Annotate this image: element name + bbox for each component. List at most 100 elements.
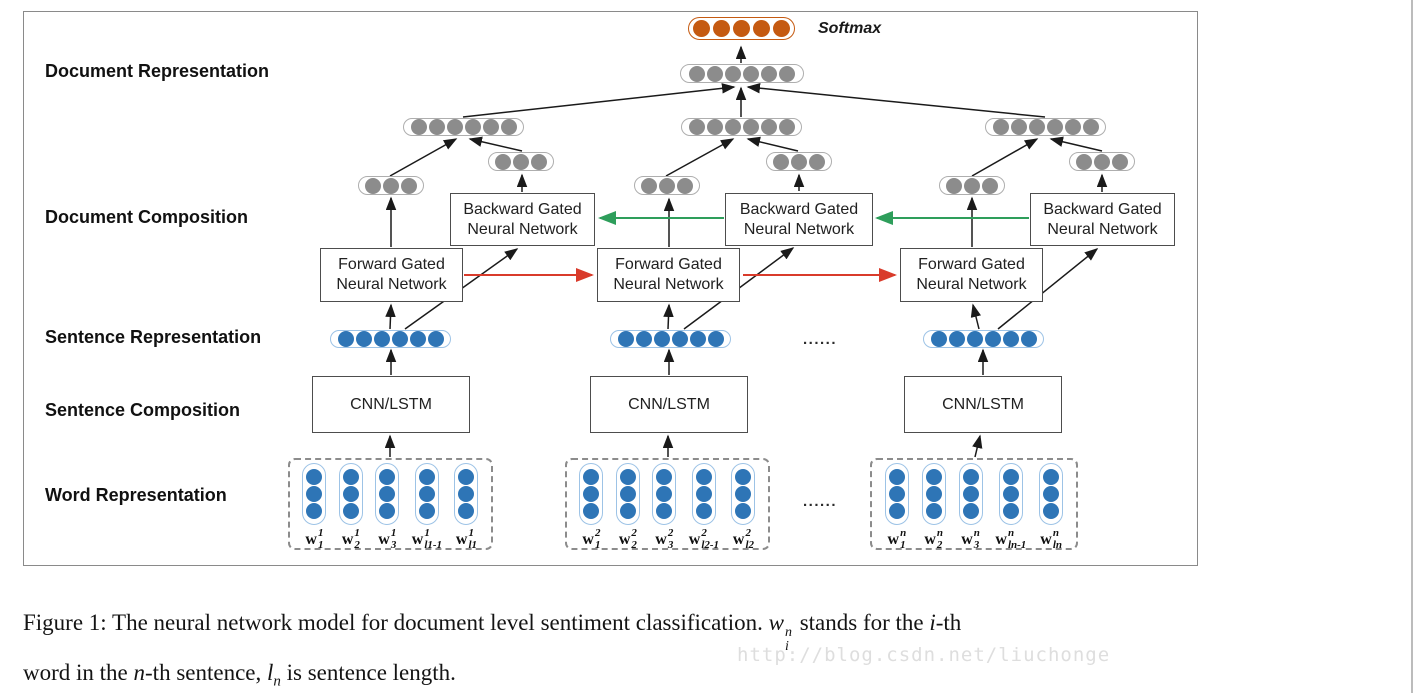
dot	[1094, 153, 1110, 170]
caption-math-i: i	[929, 610, 936, 635]
caption-text: is sentence length.	[280, 660, 456, 685]
dot	[418, 486, 435, 502]
dot	[659, 177, 675, 194]
dot	[342, 503, 359, 519]
dot	[410, 119, 427, 135]
dot	[641, 177, 657, 194]
dot	[617, 331, 634, 347]
dot	[1002, 331, 1019, 347]
word-vector	[338, 463, 363, 525]
dot	[583, 469, 600, 485]
word-vector	[579, 463, 604, 525]
dot	[306, 469, 323, 485]
doc-concat-vector	[403, 118, 524, 136]
dot	[342, 486, 359, 502]
dot	[458, 503, 475, 519]
layer-label-sentence-composition: Sentence Composition	[45, 400, 241, 420]
page-edge-line	[1411, 0, 1413, 693]
dot	[706, 119, 723, 135]
dot	[707, 331, 724, 347]
dot	[365, 177, 381, 194]
caption-text: -th	[935, 610, 962, 635]
dot	[379, 469, 396, 485]
backward-gnn-line2: Neural Network	[1047, 220, 1158, 238]
dot	[888, 469, 905, 485]
dot	[962, 469, 979, 485]
word-vector	[958, 463, 983, 525]
dot	[446, 119, 463, 135]
dot	[733, 20, 750, 37]
dot	[984, 331, 1001, 347]
dot	[635, 331, 652, 347]
dot	[735, 486, 752, 502]
dot	[379, 503, 396, 519]
forward-gnn-box: Forward Gated Neural Network	[900, 248, 1043, 302]
dot	[930, 331, 947, 347]
dot	[713, 20, 730, 37]
dot	[458, 486, 475, 502]
dot	[656, 503, 673, 519]
caption-math-l-sub: n	[273, 673, 281, 690]
dot	[1076, 153, 1092, 170]
dot	[500, 119, 517, 135]
word-vector	[731, 463, 756, 525]
dot	[355, 331, 372, 347]
sentence-vector	[923, 330, 1044, 348]
dot	[482, 119, 499, 135]
dot	[342, 469, 359, 485]
backward-gnn-line2: Neural Network	[467, 220, 578, 238]
dot	[888, 486, 905, 502]
dot	[1002, 486, 1019, 502]
doc-concat-vector	[985, 118, 1106, 136]
backward-gnn-line2: Neural Network	[743, 220, 855, 238]
dot	[925, 469, 942, 485]
dot	[695, 486, 712, 502]
dot	[495, 153, 511, 170]
dot	[946, 177, 962, 194]
softmax-label: Softmax	[818, 20, 882, 37]
caption-math-l: l	[267, 660, 274, 685]
dot	[742, 119, 759, 135]
word-vector	[1039, 463, 1064, 525]
forward-gnn-box: Forward Gated Neural Network	[320, 248, 463, 302]
dot	[391, 331, 408, 347]
dot	[409, 331, 426, 347]
caption-text: Figure 1: The neural network model for d…	[23, 610, 769, 635]
word-vector	[302, 463, 327, 525]
dot	[619, 486, 636, 502]
backward-output-vector	[1069, 152, 1135, 171]
forward-gnn-line2: Neural Network	[613, 276, 724, 293]
word-vector	[691, 463, 716, 525]
layer-label-document-representation: Document Representation	[45, 61, 270, 81]
dot	[513, 153, 529, 170]
dot	[962, 503, 979, 519]
backward-gnn-box: Backward Gated Neural Network	[450, 193, 595, 246]
dot	[656, 486, 673, 502]
dot	[653, 331, 670, 347]
dot	[619, 503, 636, 519]
backward-output-vector	[488, 152, 554, 171]
forward-output-vector	[358, 176, 424, 195]
sentence-vector	[610, 330, 731, 348]
word-vector	[414, 463, 439, 525]
